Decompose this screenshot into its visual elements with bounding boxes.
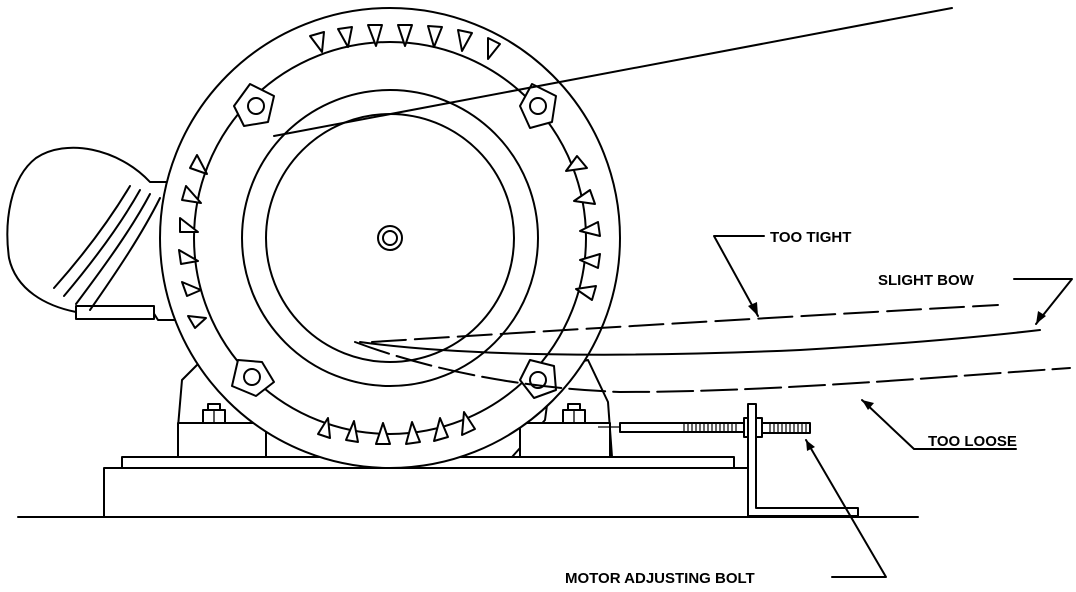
housing-bolt-bottom-right xyxy=(519,359,557,399)
housing-bolt-bottom-left xyxy=(231,359,275,397)
label-motor-adjusting-bolt: MOTOR ADJUSTING BOLT xyxy=(565,570,755,587)
leader-too-tight xyxy=(713,235,765,317)
belt-upper xyxy=(273,7,953,137)
label-too-loose: TOO LOOSE xyxy=(928,433,1017,450)
foot-bolt-right xyxy=(562,403,586,424)
housing-bolt-top-left xyxy=(233,83,275,127)
label-too-tight: TOO TIGHT xyxy=(770,229,851,246)
foot-bolt-left xyxy=(202,403,226,424)
housing-bolt-top-right xyxy=(519,83,557,129)
motor-feet xyxy=(177,349,613,458)
motor-adjusting-bolt xyxy=(598,403,859,517)
belt-slight-bow xyxy=(359,329,1041,356)
belt-too-loose xyxy=(354,341,1071,393)
leader-slight-bow xyxy=(1013,278,1073,325)
label-slight-bow: SLIGHT BOW xyxy=(878,272,975,289)
leader-motor-adjusting-bolt xyxy=(805,439,887,578)
motor-pulley xyxy=(241,89,539,387)
belt-too-tight xyxy=(371,304,999,343)
leader-too-loose xyxy=(861,399,1017,450)
